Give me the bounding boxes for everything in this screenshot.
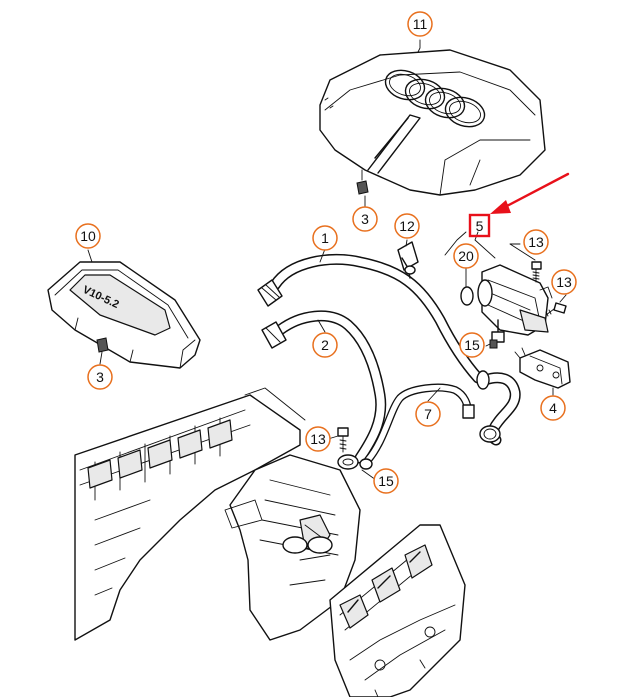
pressure-regulator-valve [477, 264, 553, 343]
callout-label: 3 [361, 211, 369, 227]
callout-label: 3 [96, 369, 104, 385]
breather-hose-7 [364, 383, 475, 464]
callout-label: 4 [549, 400, 557, 416]
engine-block [74, 387, 466, 697]
callout-13: 13 [305, 426, 331, 452]
callout-label: 10 [80, 228, 96, 244]
highlight-part-5: 5 [468, 213, 491, 238]
callout-label: 15 [464, 337, 480, 353]
red-arrow [490, 172, 570, 214]
callout-label: 13 [528, 234, 544, 250]
callout-13: 13 [551, 269, 577, 295]
bolt-13-b [545, 302, 567, 317]
callout-label: 11 [413, 16, 428, 32]
callout-label: 7 [424, 406, 432, 422]
callout-label: 2 [321, 337, 329, 353]
callout-label: 1 [321, 230, 329, 246]
callout-4: 4 [540, 395, 566, 421]
callout-3: 3 [352, 206, 378, 232]
hose-clamp-15-b [489, 339, 498, 349]
callout-13: 13 [523, 229, 549, 255]
callout-7: 7 [415, 401, 441, 427]
bolt-13-a [531, 261, 542, 283]
callout-20: 20 [453, 243, 479, 269]
leader-lines [87, 39, 567, 481]
breather-hose-2 [261, 310, 387, 464]
highlight-label: 5 [476, 218, 484, 234]
o-ring-20 [460, 286, 474, 306]
callout-label: 13 [556, 274, 572, 290]
grommet-top [356, 169, 369, 195]
callout-1: 1 [312, 225, 338, 251]
v10-engine-cover: V10-5.2 [47, 261, 201, 369]
audi-rings-logo [384, 69, 486, 128]
callout-2: 2 [312, 332, 338, 358]
callout-label: 13 [310, 431, 326, 447]
breather-elbow [476, 370, 521, 446]
callout-15: 15 [373, 468, 399, 494]
callout-label: 12 [399, 218, 415, 234]
callout-10: 10 [75, 223, 101, 249]
callout-15: 15 [459, 332, 485, 358]
hose-clamp-12 [397, 241, 419, 279]
hose-clamp-15-a [337, 454, 373, 470]
callout-label: 20 [458, 248, 474, 264]
breather-hose-1 [257, 253, 484, 384]
grommet-left [96, 337, 109, 353]
engine-cover-top [319, 49, 546, 196]
callout-12: 12 [394, 213, 420, 239]
callout-3: 3 [87, 364, 113, 390]
bolt-13-c [337, 427, 349, 453]
mounting-bracket-4 [514, 347, 571, 389]
callout-11: 11 [407, 11, 433, 37]
callout-label: 15 [378, 473, 394, 489]
